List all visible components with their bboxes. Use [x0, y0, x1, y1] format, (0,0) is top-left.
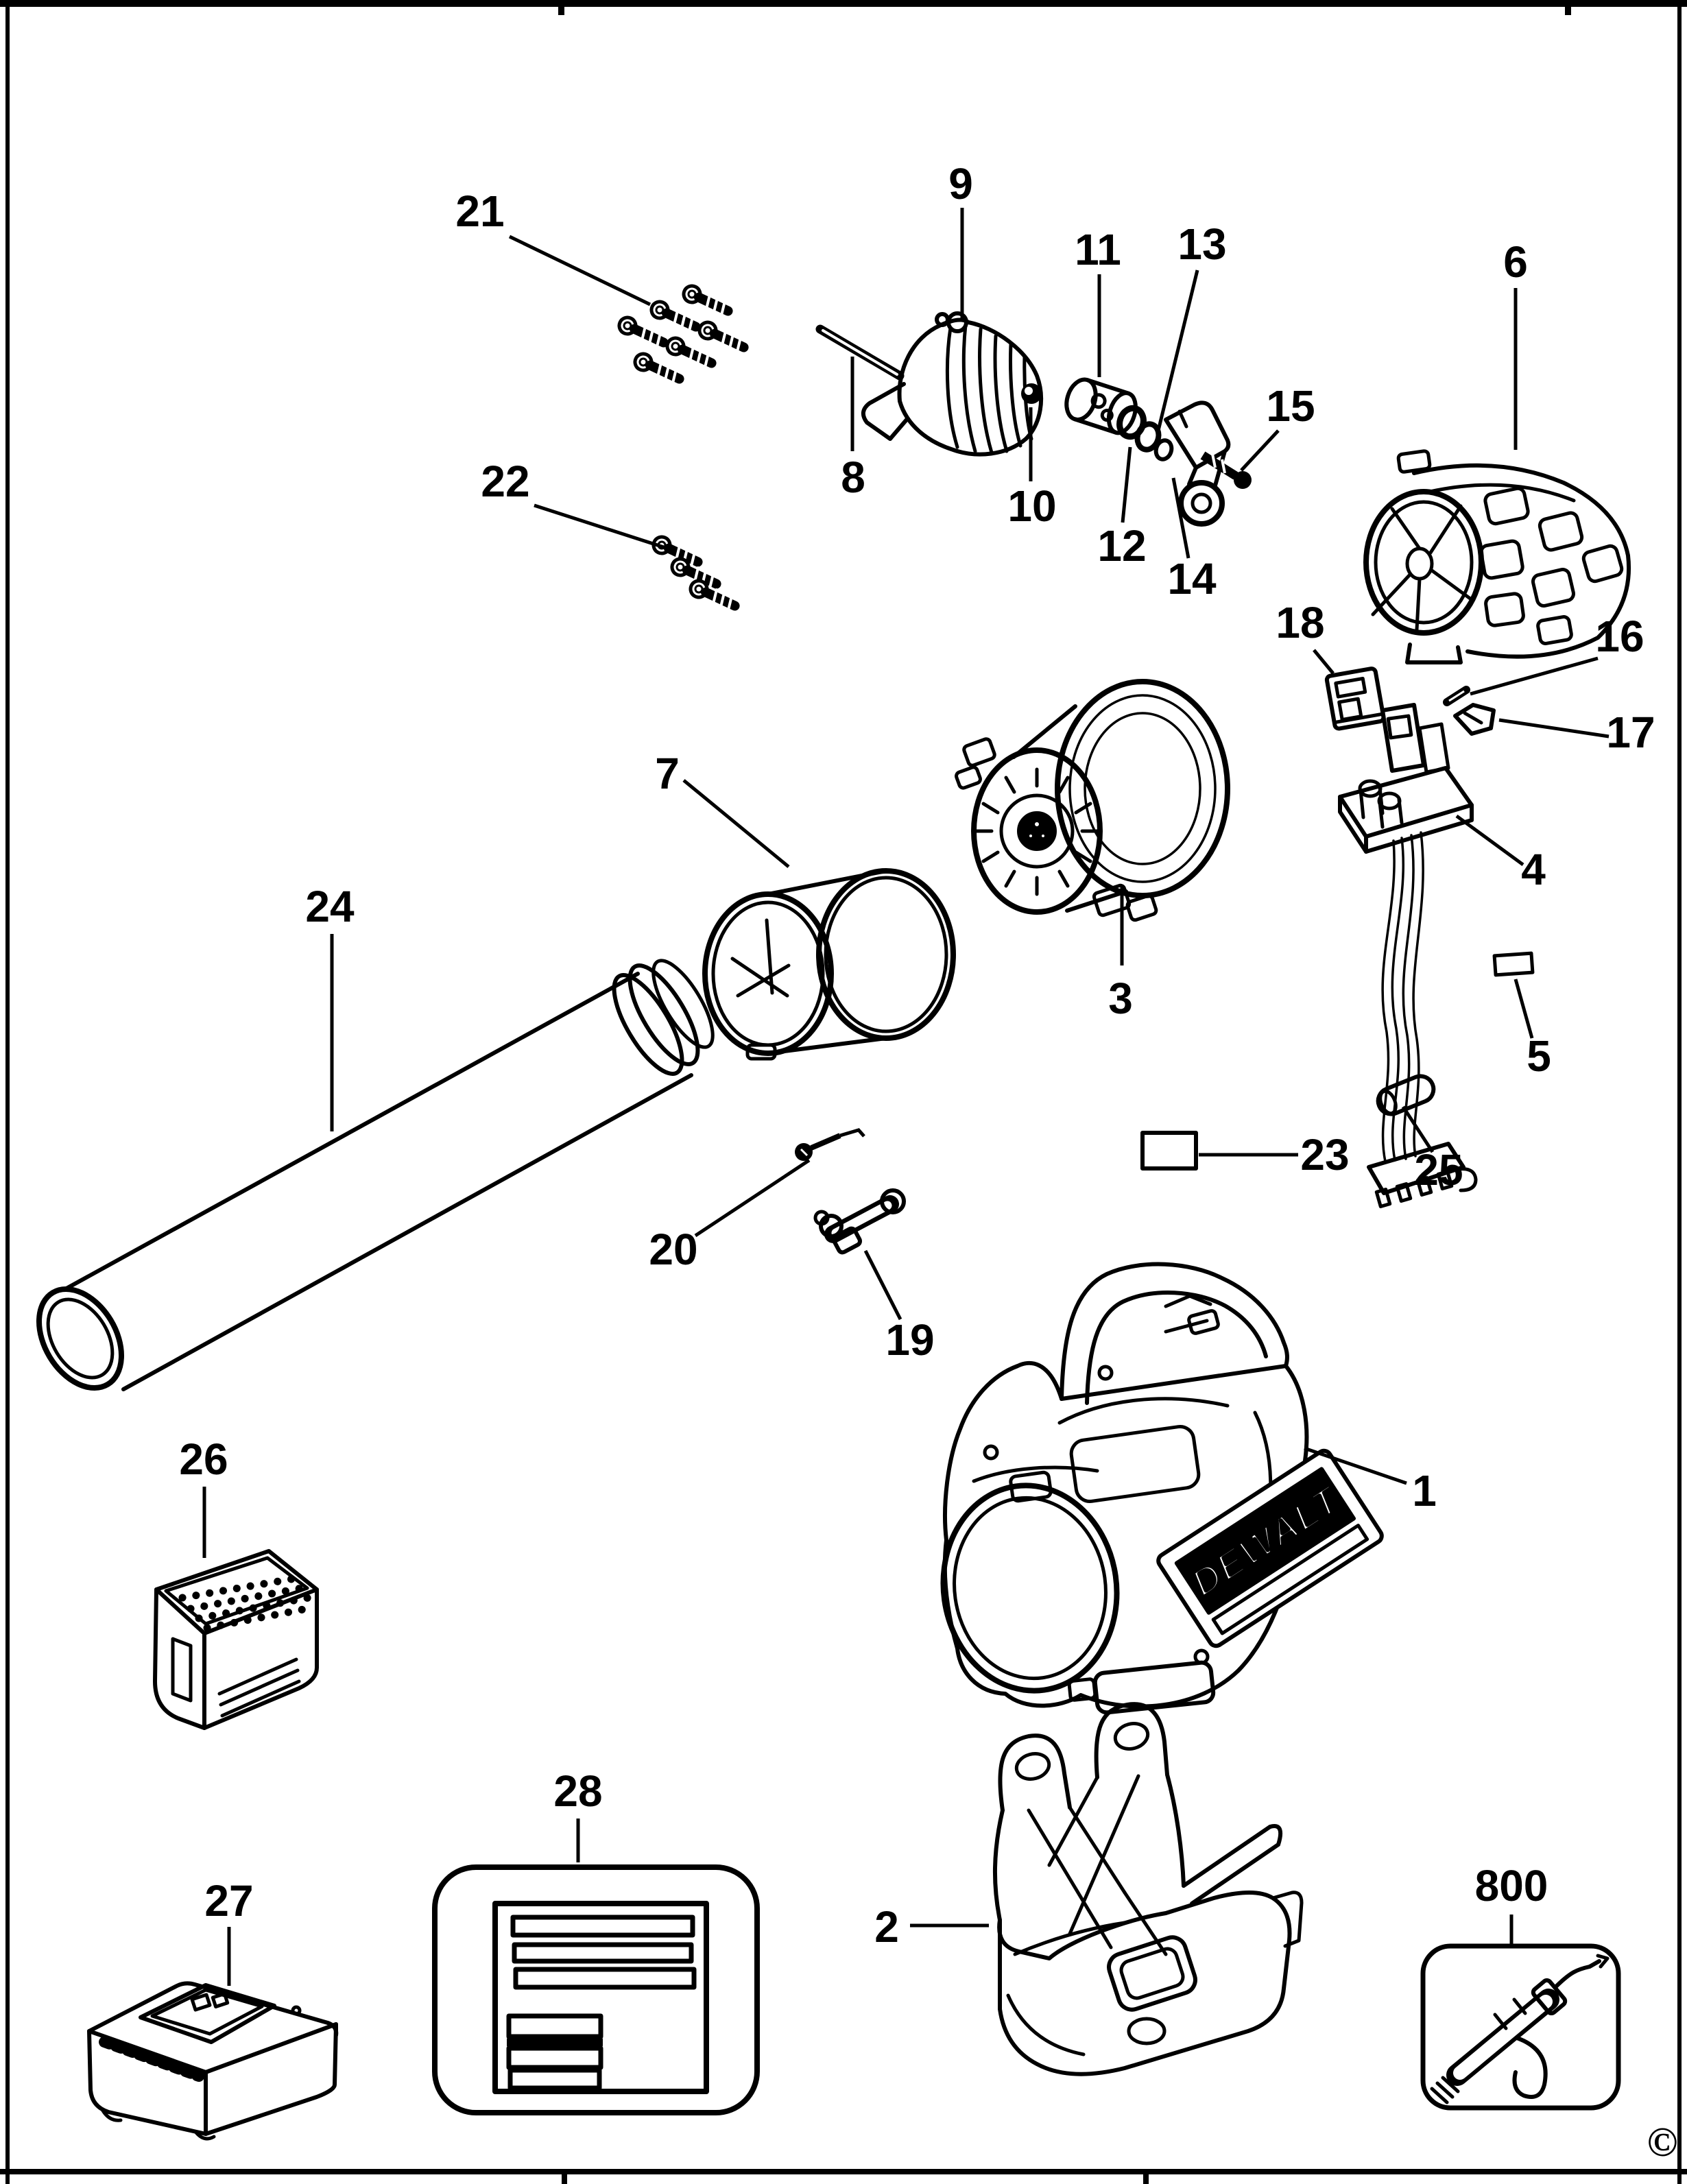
- leader-line-14: [1171, 477, 1191, 559]
- copyright-symbol: ©: [1647, 2120, 1678, 2165]
- part-number-2: 2: [874, 1902, 899, 1952]
- part-7-outlet-ring: [702, 868, 956, 1061]
- part-number-20: 20: [649, 1225, 697, 1274]
- part-number-26: 26: [179, 1435, 228, 1484]
- leader-line-22: [534, 503, 665, 549]
- part-18-switch: [1324, 667, 1386, 731]
- part-23-label-square: [1140, 1131, 1198, 1171]
- part-19-lever: [813, 1188, 906, 1255]
- part-number-3: 3: [1108, 974, 1133, 1023]
- part-number-9: 9: [948, 159, 973, 208]
- part-number-21: 21: [455, 187, 504, 236]
- part-8-pin: [815, 324, 905, 381]
- part-5-label-strip: [1492, 951, 1535, 977]
- part-26-battery: [153, 1549, 319, 1730]
- leader-line-1: [1304, 1446, 1407, 1485]
- part-9-trigger: [861, 311, 1044, 457]
- part-number-8: 8: [841, 453, 865, 502]
- part-number-13: 13: [1177, 219, 1226, 269]
- part-number-12: 12: [1097, 521, 1146, 571]
- part-number-24: 24: [305, 882, 355, 931]
- part-number-10: 10: [1007, 481, 1056, 531]
- part-15-bolt: [1200, 451, 1252, 489]
- leader-line-18: [1313, 649, 1335, 675]
- part-3-motor: [955, 679, 1230, 922]
- leader-line-5: [1513, 979, 1534, 1039]
- part-27-charger: [87, 1981, 339, 2141]
- part-number-1: 1: [1412, 1466, 1437, 1515]
- part-11-bushing: [1064, 377, 1138, 435]
- part-number-28: 28: [553, 1766, 602, 1816]
- part-number-800: 800: [1475, 1861, 1548, 1910]
- part-number-15: 15: [1266, 381, 1315, 431]
- part-number-25: 25: [1414, 1145, 1463, 1195]
- leader-line-4: [1455, 814, 1524, 867]
- leader-line-21: [508, 235, 651, 307]
- part-16-pin: [1443, 686, 1470, 706]
- leader-line-17: [1498, 718, 1610, 739]
- part-number-17: 17: [1606, 708, 1655, 757]
- leader-line-12: [1121, 446, 1132, 523]
- part-number-19: 19: [885, 1315, 934, 1365]
- part-25-roll-pin: [1376, 1074, 1436, 1116]
- part-number-5: 5: [1527, 1031, 1551, 1081]
- part-6-fan-cage: [1363, 449, 1631, 664]
- leader-line-16: [1470, 656, 1599, 696]
- part-number-16: 16: [1595, 612, 1644, 661]
- part-800-lubricant-box: [1420, 1943, 1621, 2111]
- leader-line-7: [682, 779, 790, 868]
- part-1-blower-housing: DEWALT: [940, 1262, 1384, 1715]
- leader-line-19: [863, 1249, 902, 1321]
- leader-line-25: [1401, 1105, 1435, 1153]
- part-2-housing-foot: [992, 1702, 1304, 2076]
- part-10-nut: [1021, 383, 1042, 404]
- part-number-23: 23: [1300, 1130, 1349, 1179]
- part-17-connector: [1453, 703, 1496, 736]
- part-number-27: 27: [204, 1876, 253, 1925]
- part-number-14: 14: [1167, 554, 1217, 603]
- leader-line-13: [1156, 269, 1199, 434]
- part-12-13-orings: [1116, 405, 1174, 461]
- leader-line-15: [1240, 429, 1280, 472]
- leader-line-20: [694, 1158, 811, 1238]
- part-20-screw: [795, 1128, 865, 1161]
- part-4-electronics-module: [1338, 703, 1478, 1209]
- part-number-7: 7: [655, 749, 680, 798]
- part-number-6: 6: [1503, 237, 1528, 287]
- part-number-4: 4: [1521, 845, 1546, 894]
- part-number-22: 22: [481, 457, 529, 506]
- part-number-18: 18: [1276, 598, 1324, 647]
- part-28-label: [432, 1864, 760, 2115]
- part-24-blower-tube: [36, 959, 715, 1391]
- part-number-11: 11: [1075, 225, 1121, 274]
